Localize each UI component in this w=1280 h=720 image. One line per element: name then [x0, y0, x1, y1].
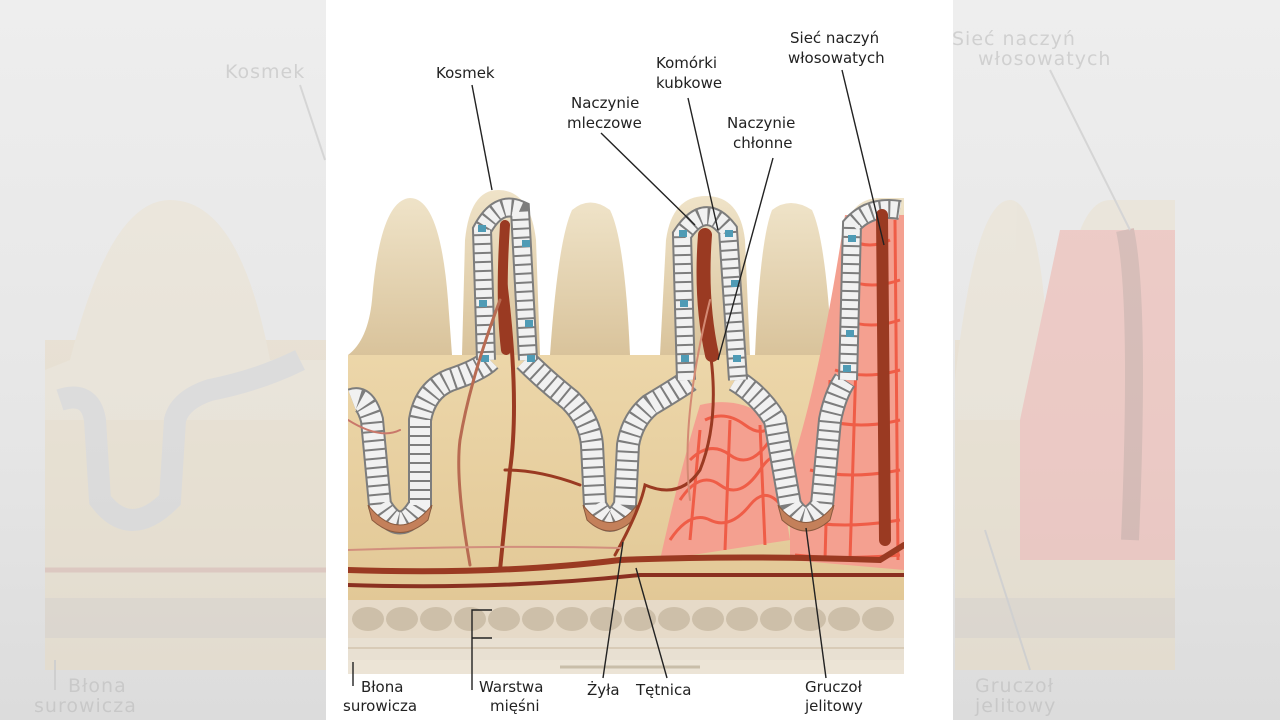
villus-5: [755, 203, 832, 355]
label-warstwa-miesni-1: Warstwa: [479, 678, 543, 696]
label-naczynie-mleczowe-2: mleczowe: [567, 114, 642, 132]
label-warstwa-miesni-2: mięśni: [490, 697, 540, 715]
muscle-layer: [348, 600, 904, 674]
ghost-siec-label: Sieć naczyń: [952, 28, 1076, 50]
label-siec-naczyn-2: włosowatych: [788, 49, 885, 67]
ghost-jelitowy-label: jelitowy: [974, 695, 1056, 717]
label-gruczol-jelitowy-2: jelitowy: [804, 697, 863, 715]
villus-1: [348, 198, 452, 355]
label-komorki-kubkowe-1: Komórki: [656, 54, 717, 72]
ghost-gruczol-label: Gruczoł: [975, 675, 1054, 697]
ghost-right-panel: Sieć naczyń włosowatych Gruczoł jelitowy: [952, 28, 1175, 717]
ghost-left-panel: Kosmek Błona surowicza: [34, 61, 335, 717]
label-zyla: Żyła: [587, 680, 620, 699]
blood-vessels: [348, 209, 904, 589]
ghost-blona-label: Błona: [68, 675, 127, 697]
ghost-kosmek-label: Kosmek: [225, 61, 305, 83]
label-kosmek: Kosmek: [436, 64, 495, 82]
label-siec-naczyn-1: Sieć naczyń: [790, 29, 879, 47]
label-blona-surowicza-2: surowicza: [343, 697, 417, 715]
label-naczynie-mleczowe-1: Naczynie: [571, 94, 639, 112]
intestine-wall: [348, 190, 904, 674]
label-blona-surowicza-1: Błona: [361, 678, 403, 696]
label-naczynie-chlonne-2: chłonne: [733, 134, 792, 152]
goblet-cells: [478, 225, 856, 372]
epithelium: [348, 197, 902, 535]
ghost-wlosowatych-label: włosowatych: [978, 48, 1111, 70]
label-tetnica: Tętnica: [635, 681, 691, 699]
label-naczynie-chlonne-1: Naczynie: [727, 114, 795, 132]
labels: Kosmek Komórki kubkowe Sieć naczyń włoso…: [343, 29, 885, 715]
villus-3: [550, 202, 630, 355]
ghost-surowicza-label: surowicza: [34, 695, 137, 717]
leader-lines: [352, 69, 885, 690]
label-gruczol-jelitowy-1: Gruczoł: [805, 678, 863, 696]
label-komorki-kubkowe-2: kubkowe: [656, 74, 722, 92]
